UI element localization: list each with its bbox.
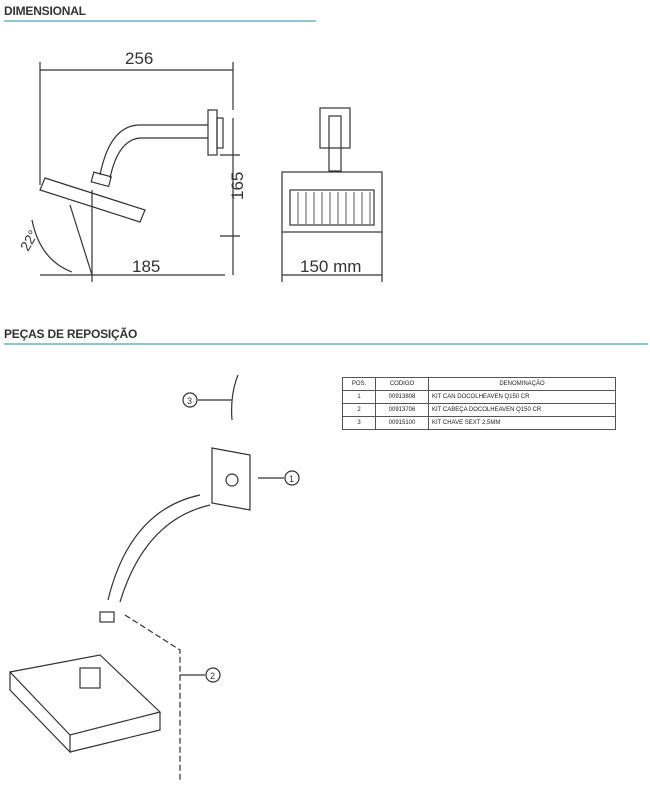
section-title-parts: PEÇAS DE REPOSIÇÃO <box>4 327 138 341</box>
dim-reach: 185 <box>132 257 160 276</box>
cell-code: 00913706 <box>375 403 429 417</box>
section-rule <box>4 343 648 345</box>
cell-name: KIT CAN DOCOLHEAVEN Q150 CR <box>428 390 616 404</box>
table-header-row: POS. CODIGO DENOMINAÇÃO <box>342 377 616 391</box>
side-view <box>31 62 240 282</box>
callout-2: 2 <box>210 671 215 681</box>
section-rule <box>4 20 316 22</box>
dim-head-size: 150 mm <box>300 257 361 276</box>
cell-pos: 3 <box>342 416 376 430</box>
dim-width-total: 256 <box>125 49 153 68</box>
cell-name: KIT CABEÇA DOCOLHEAVEN Q150 CR <box>428 403 616 417</box>
dim-angle: 22° <box>17 227 41 253</box>
cell-code: 00915100 <box>375 416 429 430</box>
col-header-name: DENOMINAÇÃO <box>428 377 616 391</box>
cell-pos: 1 <box>342 390 376 404</box>
col-header-code: CODIGO <box>375 377 429 391</box>
callout-1: 1 <box>289 474 294 484</box>
section-title-dimensional: DIMENSIONAL <box>4 4 86 18</box>
cell-name: KIT CHAVE SEXT 2,5MM <box>428 416 616 430</box>
cell-code: 00913808 <box>375 390 429 404</box>
dim-height: 165 <box>228 172 247 200</box>
cell-pos: 2 <box>342 403 376 417</box>
col-header-pos: POS. <box>342 377 376 391</box>
front-view <box>281 107 383 282</box>
exploded-view <box>8 374 300 780</box>
callout-3: 3 <box>187 396 192 406</box>
